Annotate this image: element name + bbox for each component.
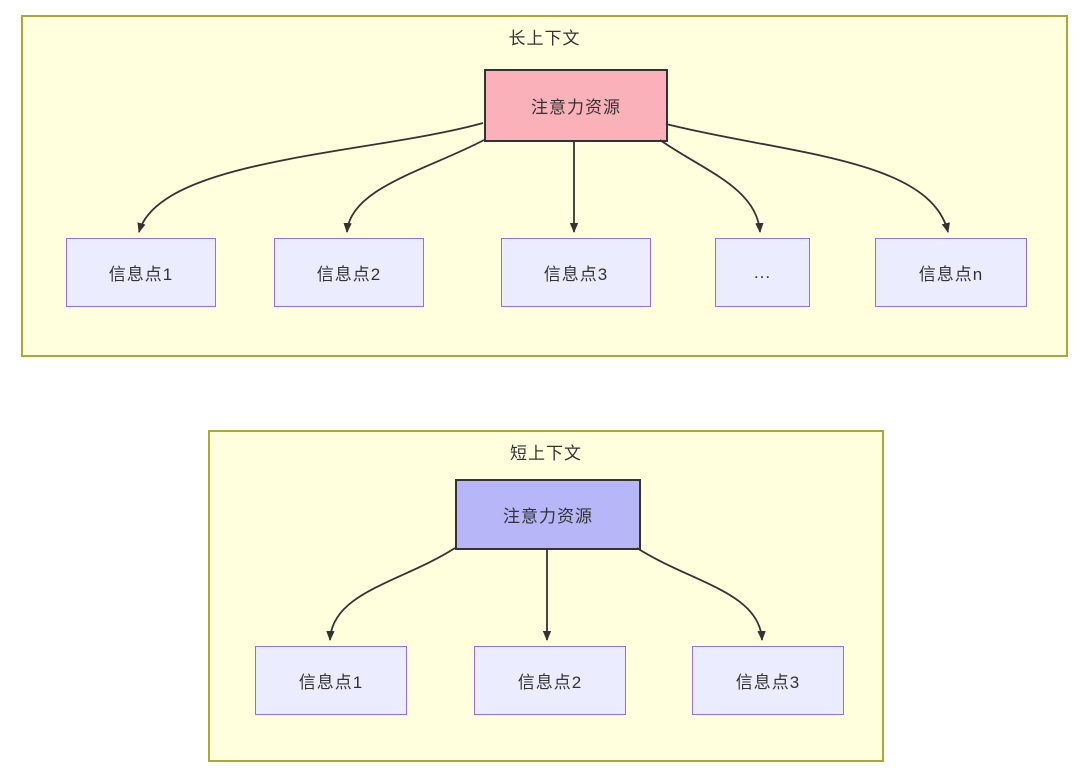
long-context-cluster: 长上下文 注意力资源 信息点1 信息点2 信息点3 ... 信息点n <box>21 15 1068 357</box>
info-node-label: 信息点2 <box>316 265 382 284</box>
info-node: 信息点3 <box>692 646 844 715</box>
short-context-title: 短上下文 <box>510 444 582 463</box>
info-node-label: 信息点1 <box>298 673 364 692</box>
attention-resource-box-long: 注意力资源 <box>484 69 668 142</box>
attention-resource-label: 注意力资源 <box>503 507 593 526</box>
info-node: 信息点n <box>875 238 1027 307</box>
info-node-label: ... <box>753 262 772 282</box>
info-node-ellipsis: ... <box>715 238 810 307</box>
info-node: 信息点2 <box>274 238 424 307</box>
info-node: 信息点1 <box>255 646 407 715</box>
info-node: 信息点3 <box>501 238 651 307</box>
info-node: 信息点1 <box>66 238 216 307</box>
info-node: 信息点2 <box>474 646 626 715</box>
info-node-label: 信息点3 <box>735 673 801 692</box>
long-context-title: 长上下文 <box>508 29 581 48</box>
attention-resource-box-short: 注意力资源 <box>455 479 641 550</box>
info-node-label: 信息点2 <box>517 673 583 692</box>
info-node-label: 信息点3 <box>543 265 609 284</box>
info-node-label: 信息点1 <box>108 265 174 284</box>
attention-resource-label: 注意力资源 <box>531 98 621 117</box>
info-node-label: 信息点n <box>918 265 984 284</box>
short-context-cluster: 短上下文 注意力资源 信息点1 信息点2 信息点3 <box>208 430 884 762</box>
